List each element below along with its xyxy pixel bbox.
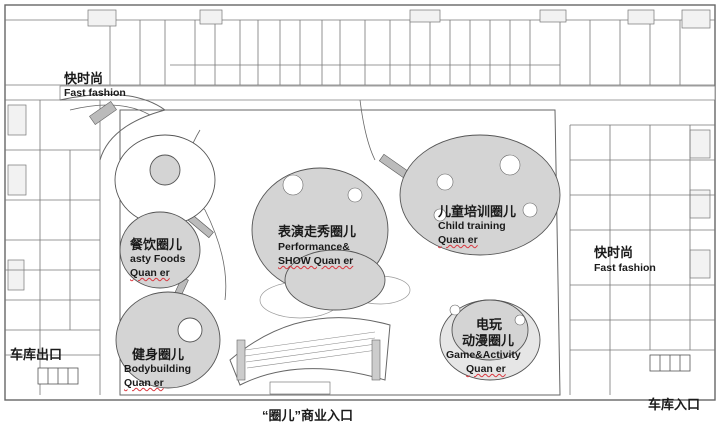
game-en-1: Game&Activity (446, 349, 521, 361)
child-en-1: Child training (438, 220, 506, 232)
fashion-right-zh: 快时尚 (594, 245, 634, 260)
game-en-2: Quan er (466, 363, 506, 375)
fashion-right-en: Fast fashion (594, 262, 656, 274)
entrance-steps (244, 331, 378, 369)
garage-entry-label: 车库入口 (648, 397, 701, 412)
body-en-2: Quan er (124, 377, 164, 389)
entrance-fan (229, 317, 391, 386)
performance-en-2: SHOW Quan er (278, 255, 354, 267)
game-zh-1: 电玩 (476, 317, 503, 332)
foods-en-2: Quan er (130, 267, 170, 279)
fashion-left-en: Fast fashion (64, 87, 126, 99)
garage-exit-label: 车库出口 (10, 347, 63, 362)
body-zh: 健身圈儿 (132, 347, 185, 362)
garage-icons (37, 354, 691, 385)
body-en-1: Bodybuilding (124, 363, 192, 375)
fashion-left-zh: 快时尚 (64, 71, 104, 86)
foods-en-1: asty Foods (130, 253, 186, 265)
performance-en-1: Performance& (278, 241, 350, 253)
circle-details (282, 154, 538, 326)
foods-zh: 餐饮圈儿 (130, 237, 183, 252)
main-entry-label: “圈儿”商业入口 (262, 408, 354, 423)
left-shop-column (5, 99, 101, 395)
child-en-2: Quan er (438, 234, 478, 246)
top-shop-row (5, 19, 715, 86)
game-zh-2: 动漫圈儿 (462, 333, 515, 348)
stair-blocks (7, 9, 711, 291)
child-zh: 儿童培训圈儿 (438, 204, 517, 219)
performance-zh: 表演走秀圈儿 (278, 224, 357, 239)
top-road (59, 85, 716, 101)
main-gate (269, 381, 331, 395)
right-shop-column (569, 124, 715, 395)
left-curve (59, 93, 167, 161)
